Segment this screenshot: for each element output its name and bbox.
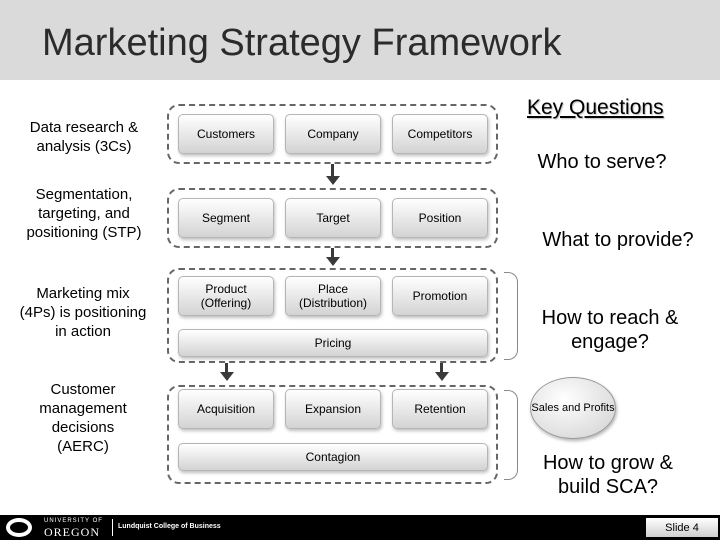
frame-stp [167, 188, 498, 248]
arrow-stem-2 [331, 248, 334, 258]
logo-university-of: UNIVERSITY OF [44, 518, 103, 524]
box-customers: Customers [178, 114, 274, 154]
box-target: Target [285, 198, 381, 238]
box-expansion: Expansion [285, 389, 381, 429]
row-label-3cs: Data research & analysis (3Cs) [29, 119, 139, 155]
box-company: Company [285, 114, 381, 154]
box-pricing: Pricing [178, 329, 488, 357]
arrow-stem-3a [225, 363, 228, 373]
box-segment: Segment [178, 198, 274, 238]
box-promotion: Promotion [392, 276, 488, 316]
brace-aerc [504, 390, 518, 480]
row-label-stp: Segmentation, targeting, and positioning… [26, 186, 142, 241]
sales-profits-oval: Sales and Profits [530, 377, 616, 439]
box-contagion: Contagion [178, 443, 488, 471]
box-retention: Retention [392, 389, 488, 429]
brace-4ps [504, 272, 518, 360]
header-bar [0, 0, 720, 80]
frame-4ps [167, 268, 498, 363]
arrow-stem-1 [331, 164, 334, 176]
box-product: Product (Offering) [178, 276, 274, 316]
row-label-4ps: Marketing mix (4Ps) is positioning in ac… [19, 285, 147, 340]
arrow-down-1 [326, 176, 340, 185]
logo-divider [112, 519, 113, 536]
question-how-to-reach: How to reach & engage? [541, 307, 679, 353]
logo-school-name: Lundquist College of Business [118, 523, 221, 530]
arrow-down-3b [435, 372, 449, 381]
arrow-down-3a [220, 372, 234, 381]
frame-aerc [167, 385, 498, 484]
footer-bar: UNIVERSITY OF OREGON Lundquist College o… [0, 515, 720, 540]
arrow-stem-3b [440, 363, 443, 373]
oregon-o-logo-icon [6, 518, 32, 537]
slide-title: Marketing Strategy Framework [42, 22, 562, 64]
question-what-to-provide: What to provide? [542, 229, 694, 251]
question-who-to-serve: Who to serve? [537, 151, 667, 173]
frame-3cs [167, 104, 498, 164]
row-label-aerc: Customer management decisions (AERC) [39, 381, 127, 455]
key-questions-heading: Key Questions [527, 96, 664, 119]
box-acquisition: Acquisition [178, 389, 274, 429]
slide-number: Slide 4 [646, 518, 718, 537]
arrow-down-2 [326, 257, 340, 266]
box-place: Place (Distribution) [285, 276, 381, 316]
question-how-to-grow: How to grow & build SCA? [542, 452, 674, 498]
box-position: Position [392, 198, 488, 238]
box-competitors: Competitors [392, 114, 488, 154]
logo-oregon: OREGON [44, 525, 100, 539]
